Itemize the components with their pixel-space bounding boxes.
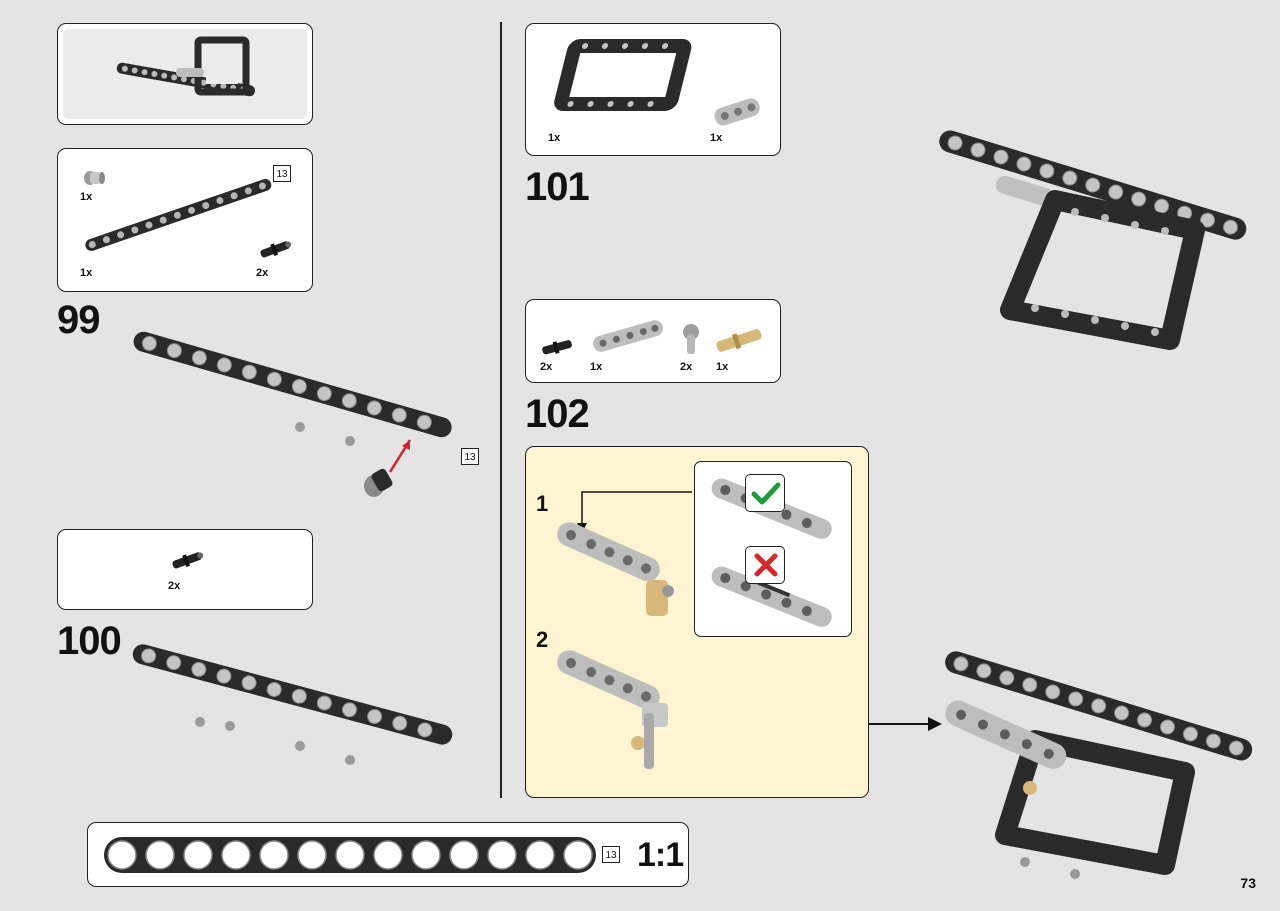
page-number: 73 [1240,875,1256,891]
step-101-model-image [939,130,1247,350]
part-qty: 2x [168,580,181,592]
substep-number: 1 [536,491,549,516]
step-100-parts-box: 2x [57,529,313,610]
part-qty: 1x [80,191,93,203]
step-102-model-image [945,651,1253,879]
substep-number: 2 [536,627,549,652]
step-101-parts-box: 1x 1x [525,23,781,156]
step-100-model-image [132,644,453,765]
cross-icon [745,546,785,584]
frame-5x7-image [554,39,692,111]
check-icon [745,474,785,512]
previous-result-box [57,23,313,125]
length-badge: 13 [273,165,291,182]
pin-connector-image [683,324,699,354]
step-number: 102 [525,392,590,436]
part-qty: 1x [716,361,729,373]
scale-label: 1:1 [637,836,684,874]
substep-callout: 1 2 [525,446,869,798]
part-qty: 1x [80,267,93,279]
friction-pin-image [542,340,572,355]
part-qty: 2x [256,267,269,279]
axle-connector-image [714,98,760,126]
orientation-check-box [694,461,852,637]
substep-1-assembly-image [557,522,674,616]
beam-13-image [85,178,272,251]
step-number: 99 [57,298,100,342]
column-divider [500,22,502,798]
callout-arrow-line [869,723,935,725]
part-qty: 1x [548,132,561,144]
substep-2-assembly-image [557,650,668,769]
model-length-badge: 13 [461,448,479,465]
callout-arrow-head [928,717,942,731]
part-qty: 1x [710,132,723,144]
step-99-parts-box: 1x 13 1x 2x [57,148,313,292]
friction-pin-image [172,552,204,569]
friction-pin-image [260,241,292,258]
step-number: 100 [57,619,122,663]
part-qty: 1x [590,361,603,373]
step-number: 101 [525,165,590,209]
liftarm-thick-image [593,320,663,352]
pin-with-bush-image [84,171,105,185]
part-qty: 2x [540,361,553,373]
step-99-model-image [133,331,452,497]
axle-pin-tan-image [716,329,762,352]
scale-ruler-box: 13 1:1 [87,822,689,887]
beam-13-scale-image [104,837,596,873]
step-102-parts-box: 2x 1x 2x 1x [525,299,781,383]
previous-assembly-image [116,36,256,97]
scale-length-badge: 13 [602,846,620,863]
part-qty: 2x [680,361,693,373]
incorrect-orientation-liftarm-image [711,566,832,627]
